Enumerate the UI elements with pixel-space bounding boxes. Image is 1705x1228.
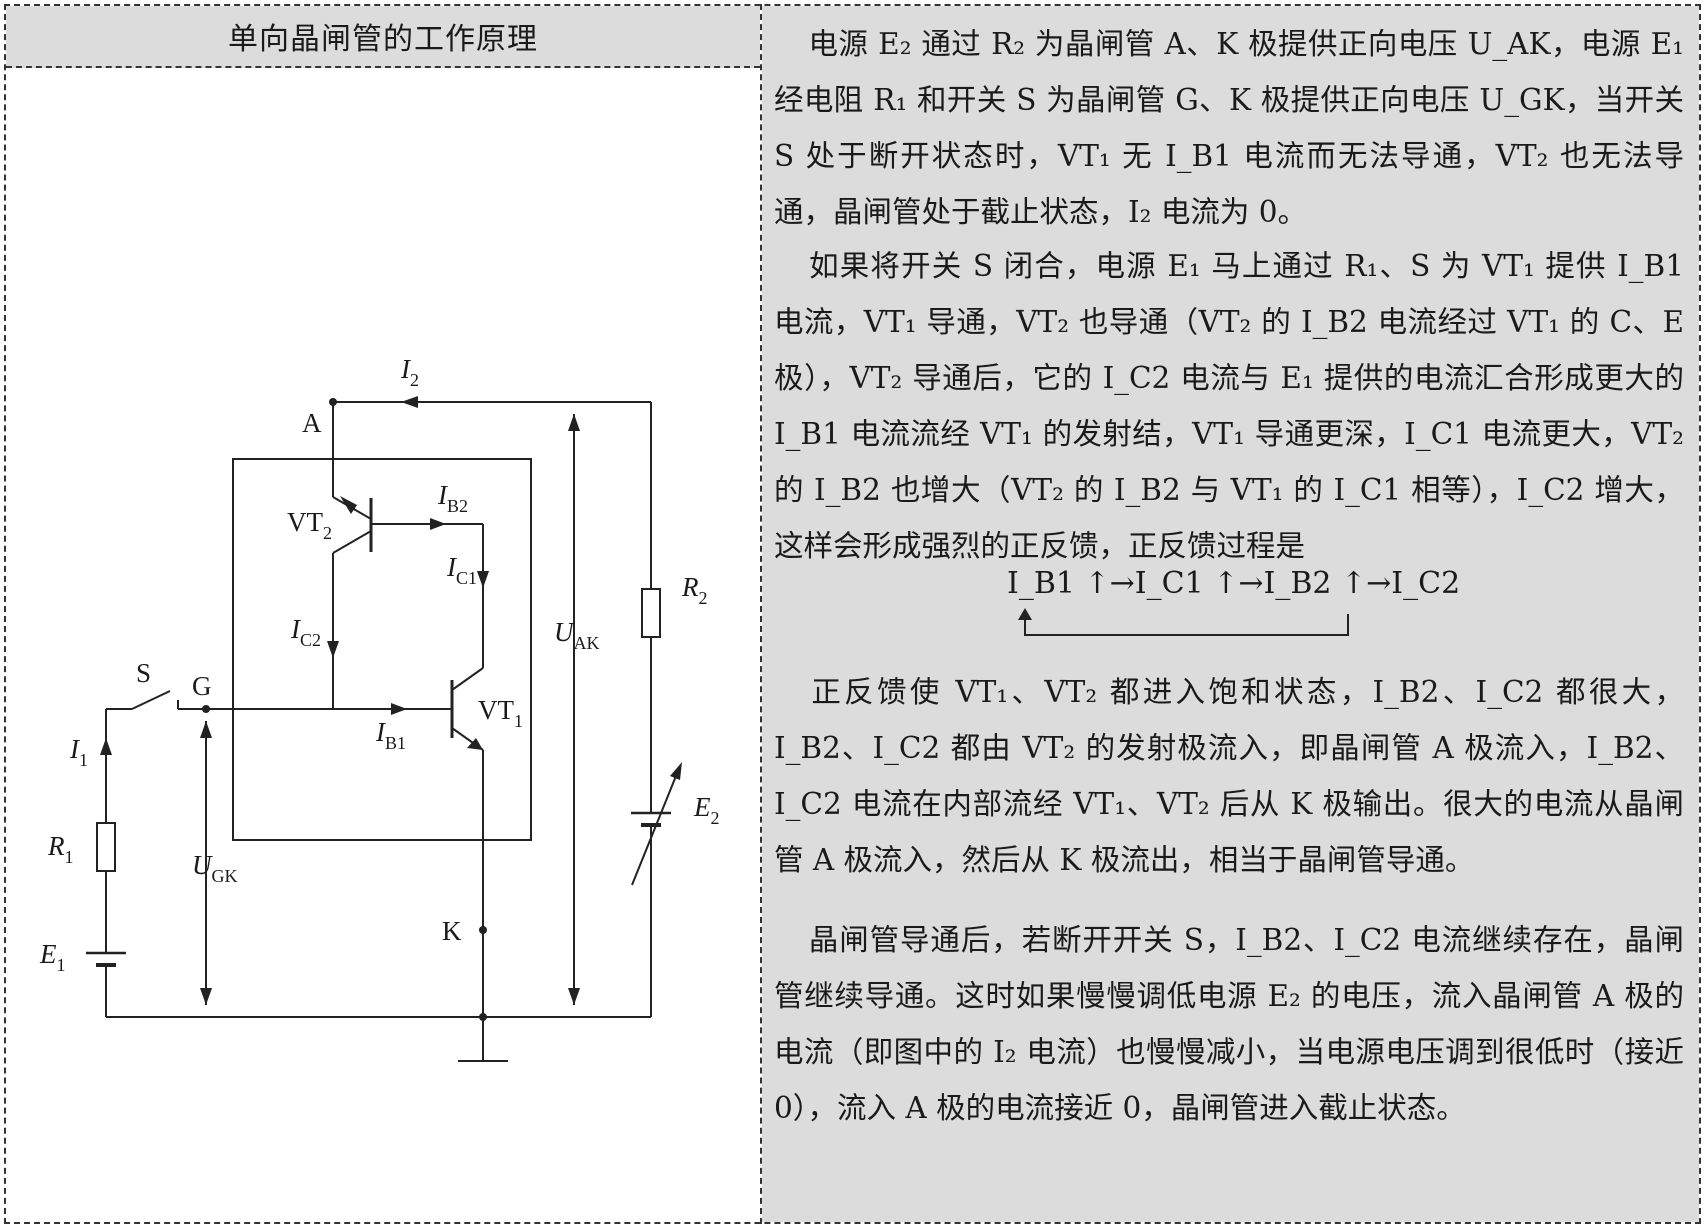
feedback-arrow-icon: [1018, 608, 1032, 620]
outer-frame: [4, 4, 1701, 1224]
label-a: A: [302, 408, 322, 438]
ugk-arrow-bottom-icon: [200, 988, 212, 1005]
label-r2: R2: [681, 572, 708, 608]
vt1-emitter-arrow-icon: [467, 738, 483, 750]
node-ground: [479, 1013, 487, 1021]
arrow-ic1-icon: [477, 571, 489, 588]
label-i1: I1: [69, 734, 88, 770]
label-vt1: VT1: [478, 695, 523, 731]
feedback-formula: I_B1 ↑→I_C1 ↑→I_B2 ↑→I_C2: [1007, 566, 1460, 646]
label-i2: I2: [400, 354, 419, 390]
thyristor-circuit-diagram: I2 A IB2 VT2 IC1 IC2 S G IB1 VT1 I1 R1 U…: [39, 354, 720, 1062]
vt2-collector: [332, 530, 372, 554]
arrow-ic2-icon: [327, 641, 339, 658]
label-ic2: IC2: [290, 614, 321, 650]
arrow-ib2-icon: [430, 518, 446, 530]
node-k: [479, 926, 487, 934]
thyristor-box: [232, 458, 532, 841]
arrow-i1-icon: [100, 738, 112, 755]
diagram-title: 单向晶闸管的工作原理: [6, 6, 760, 68]
node-a: [329, 398, 337, 406]
vt1-collector: [451, 667, 484, 691]
uak-arrow-top-icon: [568, 414, 580, 431]
arrow-ib1-icon: [391, 703, 407, 715]
arrow-i2-icon: [401, 396, 418, 408]
label-ic1: IC1: [446, 552, 477, 588]
feedback-loop-line: [1024, 614, 1349, 636]
label-s: S: [136, 658, 151, 688]
label-e1: E1: [39, 939, 66, 975]
label-k: K: [442, 916, 462, 946]
switch-s-icon: [131, 690, 171, 710]
label-e2: E2: [693, 792, 720, 828]
paragraph-2: 如果将开关 S 闭合，电源 E₁ 马上通过 R₁、S 为 VT₁ 提供 I_B1…: [774, 249, 1684, 563]
node-g: [202, 705, 210, 713]
explanation-panel: 电源 E₂ 通过 R₂ 为晶闸管 A、K 极提供正向电压 U_AK，电源 E₁ …: [762, 6, 1699, 1222]
paragraph-4: 晶闸管导通后，若断开开关 S，I_B2、I_C2 电流继续存在，晶闸管继续导通。…: [774, 923, 1684, 1125]
resistor-r1-icon: [96, 822, 116, 872]
paragraph-3: 正反馈使 VT₁、VT₂ 都进入饱和状态，I_B2、I_C2 都很大，I_B2、…: [774, 675, 1684, 877]
label-ib2: IB2: [437, 480, 468, 516]
label-uak: UAK: [554, 617, 600, 653]
variable-arrow-icon: [631, 770, 679, 886]
label-vt2: VT2: [287, 507, 332, 543]
formula-text: I_B1 ↑→I_C1 ↑→I_B2 ↑→I_C2: [1007, 566, 1461, 601]
label-g: G: [192, 671, 212, 701]
vt2-emitter-arrow-icon: [340, 496, 357, 514]
ugk-arrow-top-icon: [200, 721, 212, 738]
label-ugk: UGK: [192, 850, 238, 886]
resistor-r2-icon: [641, 588, 661, 638]
column-divider: [760, 4, 762, 1224]
uak-arrow-bottom-icon: [568, 988, 580, 1005]
variable-arrowhead-icon: [670, 762, 682, 780]
label-r1: R1: [47, 831, 74, 867]
label-ib1: IB1: [375, 717, 406, 753]
paragraph-1: 电源 E₂ 通过 R₂ 为晶闸管 A、K 极提供正向电压 U_AK，电源 E₁ …: [774, 27, 1684, 229]
